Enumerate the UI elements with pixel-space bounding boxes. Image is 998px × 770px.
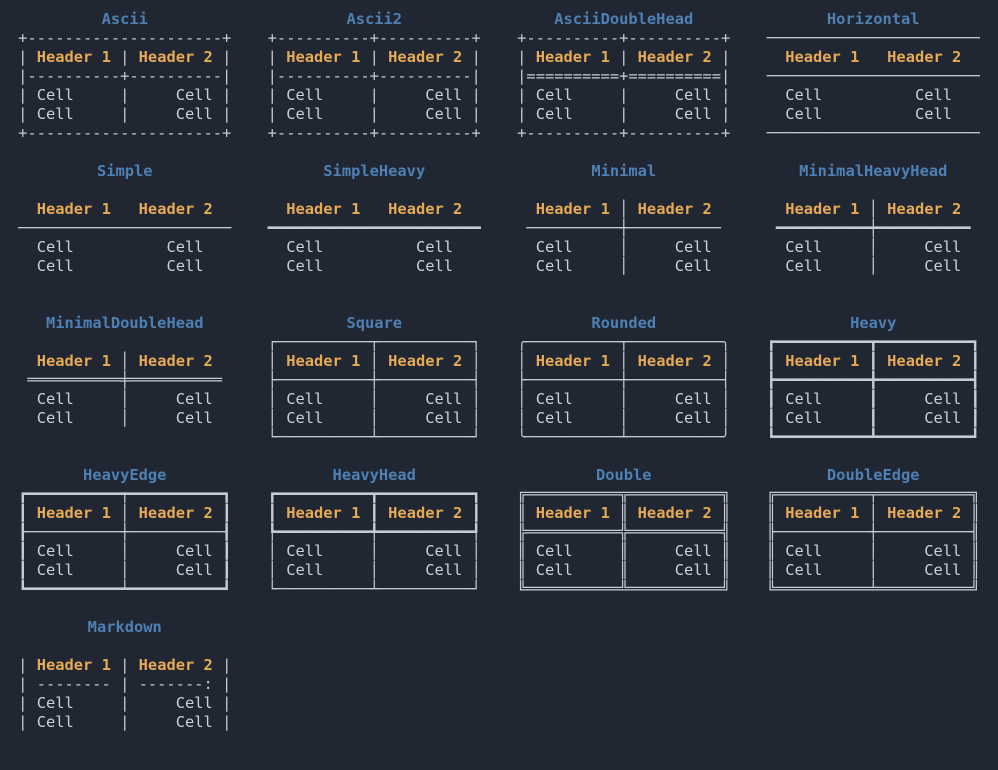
- table-block-minimalheavyhead: MinimalHeavyHead Header 1 │ Header 2 ━━━…: [749, 162, 998, 314]
- styled-table: Heavy ┏━━━━━━━━━━┳━━━━━━━━━━┓ ┃ Header 1…: [767, 314, 980, 447]
- table-art: +----------+----------+ | Header 1 | Hea…: [268, 29, 481, 143]
- table-art: Header 1 Header 2 ──────────────────────…: [18, 181, 231, 276]
- table-art: ╔══════════╦══════════╗ ║ Header 1 ║ Hea…: [517, 485, 730, 599]
- styled-table: Rounded ╭──────────┬──────────╮ │ Header…: [517, 314, 730, 447]
- table-title: AsciiDoubleHead: [517, 10, 730, 29]
- table-title: Horizontal: [767, 10, 980, 29]
- styled-table: MinimalDoubleHead Header 1 │ Header 2 ══…: [18, 314, 231, 428]
- table-block-double: Double ╔══════════╦══════════╗ ║ Header …: [499, 466, 749, 618]
- table-block-markdown: Markdown | Header 1 | Header 2 | | -----…: [0, 618, 250, 770]
- table-title: SimpleHeavy: [268, 162, 481, 181]
- styled-table: Double ╔══════════╦══════════╗ ║ Header …: [517, 466, 730, 599]
- styled-table: MinimalHeavyHead Header 1 │ Header 2 ━━━…: [767, 162, 980, 276]
- table-block-minimal: Minimal Header 1 │ Header 2 ──────────┼─…: [499, 162, 749, 314]
- table-title: Minimal: [517, 162, 730, 181]
- table-block-heavyhead: HeavyHead ┏━━━━━━━━━━┳━━━━━━━━━━┓ ┃ Head…: [250, 466, 500, 618]
- table-block-asciidoublehead: AsciiDoubleHead +----------+----------+ …: [499, 10, 749, 162]
- table-art: ┏━━━━━━━━━━┯━━━━━━━━━━┓ ┃ Header 1 │ Hea…: [18, 485, 231, 599]
- styled-table: Simple Header 1 Header 2 ───────────────…: [18, 162, 231, 276]
- table-art: Header 1 │ Header 2 ══════════╪═════════…: [18, 333, 231, 428]
- table-title: Simple: [18, 162, 231, 181]
- table-block-simple: Simple Header 1 Header 2 ───────────────…: [0, 162, 250, 314]
- styled-table: Minimal Header 1 │ Header 2 ──────────┼─…: [517, 162, 730, 276]
- table-art: +----------+----------+ | Header 1 | Hea…: [517, 29, 730, 143]
- table-title: MinimalDoubleHead: [18, 314, 231, 333]
- styled-table: DoubleEdge ╔══════════╤══════════╗ ║ Hea…: [767, 466, 980, 599]
- table-block-minimaldoublehead: MinimalDoubleHead Header 1 │ Header 2 ══…: [0, 314, 250, 466]
- table-block-horizontal: Horizontal ─────────────────────── Heade…: [749, 10, 998, 162]
- table-title: Heavy: [767, 314, 980, 333]
- table-art: ┌──────────┬──────────┐ │ Header 1 │ Hea…: [268, 333, 481, 447]
- table-art: ┏━━━━━━━━━━┳━━━━━━━━━━┓ ┃ Header 1 ┃ Hea…: [767, 333, 980, 447]
- table-block-rounded: Rounded ╭──────────┬──────────╮ │ Header…: [499, 314, 749, 466]
- table-art: ╭──────────┬──────────╮ │ Header 1 │ Hea…: [517, 333, 730, 447]
- table-title: HeavyHead: [268, 466, 481, 485]
- table-title: Rounded: [517, 314, 730, 333]
- table-block-square: Square ┌──────────┬──────────┐ │ Header …: [250, 314, 500, 466]
- table-art: +---------------------+ | Header 1 | Hea…: [18, 29, 231, 143]
- terminal-screen: { "page": { "background_color": "#212633…: [0, 0, 998, 751]
- table-art: ╔══════════╤══════════╗ ║ Header 1 │ Hea…: [767, 485, 980, 599]
- table-art: ─────────────────────── Header 1 Header …: [767, 29, 980, 143]
- styled-table: Square ┌──────────┬──────────┐ │ Header …: [268, 314, 481, 447]
- table-block-heavy: Heavy ┏━━━━━━━━━━┳━━━━━━━━━━┓ ┃ Header 1…: [749, 314, 998, 466]
- table-title: Markdown: [18, 618, 231, 637]
- styled-table: HeavyEdge ┏━━━━━━━━━━┯━━━━━━━━━━┓ ┃ Head…: [18, 466, 231, 599]
- table-block-doubleedge: DoubleEdge ╔══════════╤══════════╗ ║ Hea…: [749, 466, 998, 618]
- table-block-simpleheavy: SimpleHeavy Header 1 Header 2 ━━━━━━━━━━…: [250, 162, 500, 314]
- table-title: Ascii2: [268, 10, 481, 29]
- styled-table: Markdown | Header 1 | Header 2 | | -----…: [18, 618, 231, 732]
- table-title: Ascii: [18, 10, 231, 29]
- table-block-ascii: Ascii +---------------------+ | Header 1…: [0, 10, 250, 162]
- styled-table: HeavyHead ┏━━━━━━━━━━┳━━━━━━━━━━┓ ┃ Head…: [268, 466, 481, 599]
- styled-table: Ascii2 +----------+----------+ | Header …: [268, 10, 481, 143]
- table-title: HeavyEdge: [18, 466, 231, 485]
- table-block-heavyedge: HeavyEdge ┏━━━━━━━━━━┯━━━━━━━━━━┓ ┃ Head…: [0, 466, 250, 618]
- table-block-ascii2: Ascii2 +----------+----------+ | Header …: [250, 10, 500, 162]
- table-title: Double: [517, 466, 730, 485]
- styled-table: AsciiDoubleHead +----------+----------+ …: [517, 10, 730, 143]
- styled-table: Horizontal ─────────────────────── Heade…: [767, 10, 980, 143]
- table-art: Header 1 Header 2 ━━━━━━━━━━━━━━━━━━━━━━…: [268, 181, 481, 276]
- styled-table: Ascii +---------------------+ | Header 1…: [18, 10, 231, 143]
- table-art: ┏━━━━━━━━━━┳━━━━━━━━━━┓ ┃ Header 1 ┃ Hea…: [268, 485, 481, 599]
- table-art: Header 1 │ Header 2 ━━━━━━━━━━┿━━━━━━━━━…: [767, 181, 980, 276]
- styled-table: SimpleHeavy Header 1 Header 2 ━━━━━━━━━━…: [268, 162, 481, 276]
- table-title: Square: [268, 314, 481, 333]
- table-art: | Header 1 | Header 2 | | -------- | ---…: [18, 637, 231, 732]
- table-title: DoubleEdge: [767, 466, 980, 485]
- table-title: MinimalHeavyHead: [767, 162, 980, 181]
- table-art: Header 1 │ Header 2 ──────────┼─────────…: [517, 181, 730, 276]
